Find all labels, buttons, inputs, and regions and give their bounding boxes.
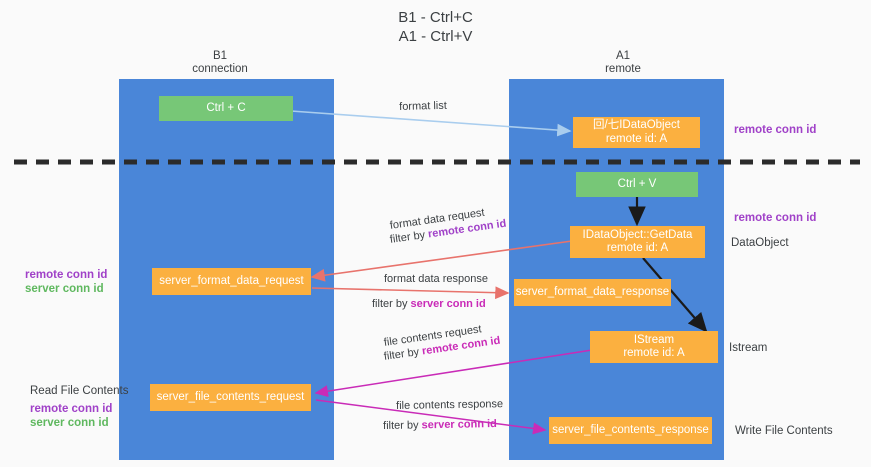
column-header-b1-sub: connection: [192, 63, 248, 75]
edge-label-format-data-response-filter: filter by server conn id: [372, 297, 486, 311]
edge-label-format-data-response: format data response: [384, 273, 488, 285]
box-idataobject-line2: remote id: A: [605, 132, 668, 145]
label-left-remote-conn-id: remote conn id: [25, 269, 108, 281]
box-ctrl-v-label: Ctrl + V: [617, 177, 657, 190]
title-line-2: A1 - Ctrl+V: [398, 28, 473, 45]
column-header-a1: A1 remote: [548, 50, 698, 76]
box-istream[interactable]: IStream remote id: A: [590, 331, 718, 363]
column-header-b1: B1 connection: [150, 50, 290, 76]
label-right-write-file-contents: Write File Contents: [735, 425, 833, 437]
box-server-format-data-request[interactable]: server_format_data_request: [152, 268, 311, 295]
page-title: B1 - Ctrl+C A1 - Ctrl+V: [0, 8, 871, 46]
column-header-a1-sub: remote: [605, 63, 641, 75]
box-file-request-label: server_file_contents_request: [156, 390, 305, 403]
filter-key-server-conn-id-2: server conn id: [421, 418, 497, 432]
box-fmt-request-label: server_format_data_request: [159, 274, 304, 287]
box-fmt-response-label: server_format_data_response: [515, 285, 670, 298]
box-idataobject-getdata[interactable]: IDataObject::GetData remote id: A: [570, 226, 705, 258]
box-ctrl-c-label: Ctrl + C: [206, 101, 246, 114]
box-istream-line2: remote id: A: [623, 347, 685, 359]
box-ctrl-c[interactable]: Ctrl + C: [159, 96, 293, 121]
label-left-server-conn-id-2: server conn id: [30, 417, 109, 429]
label-right-dataobject: DataObject: [731, 237, 789, 249]
filter-prefix-2: filter by: [372, 298, 411, 310]
box-server-format-data-response[interactable]: server_format_data_response: [514, 279, 671, 306]
label-right-istream: Istream: [729, 342, 768, 354]
filter-prefix-1: filter by: [389, 228, 429, 246]
box-server-file-contents-response[interactable]: server_file_contents_response: [549, 417, 712, 444]
label-right-remote-conn-id-mid: remote conn id: [734, 212, 817, 224]
filter-prefix-4: filter by: [383, 419, 422, 432]
box-istream-line1: IStream: [633, 333, 675, 346]
filter-prefix-3: filter by: [383, 345, 423, 363]
box-file-response-label: server_file_contents_response: [552, 423, 709, 436]
edge-label-file-contents-response: file contents response: [396, 398, 504, 412]
box-idataobject[interactable]: 回/七IDataObject remote id: A: [573, 117, 700, 148]
box-getdata-line2: remote id: A: [606, 242, 669, 254]
column-header-a1-name: A1: [615, 50, 631, 62]
filter-key-server-conn-id-1: server conn id: [410, 298, 486, 310]
box-getdata-line1: IDataObject::GetData: [582, 228, 693, 241]
title-line-1: B1 - Ctrl+C: [398, 9, 473, 26]
edge-label-file-contents-response-filter: filter by server conn id: [383, 417, 497, 433]
label-right-remote-conn-id-top: remote conn id: [734, 124, 817, 136]
label-left-read-file-contents: Read File Contents: [30, 385, 129, 397]
arrow-format-data-response: [311, 286, 510, 300]
box-server-file-contents-request[interactable]: server_file_contents_request: [150, 384, 311, 411]
label-left-server-conn-id: server conn id: [25, 283, 104, 295]
box-ctrl-v[interactable]: Ctrl + V: [576, 172, 698, 197]
label-left-remote-conn-id-2: remote conn id: [30, 403, 113, 415]
column-header-b1-name: B1: [212, 50, 228, 62]
edge-label-format-list: format list: [399, 99, 448, 113]
box-idataobject-line1: 回/七IDataObject: [593, 119, 680, 131]
